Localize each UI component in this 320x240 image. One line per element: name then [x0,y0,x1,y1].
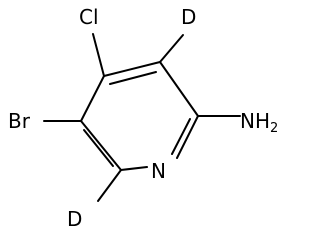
amino-subscript: 2 [270,121,278,136]
bond-c6-c5-double [83,129,114,167]
bond-lines [43,33,241,202]
bond-c4-cl [92,33,105,77]
bromine-label: Br [8,109,31,133]
deuterium-bottom-label: D [67,207,82,231]
chlorine-label: Cl [79,5,99,29]
bond-c2-n-double [171,118,191,155]
bond-c3-c2 [159,61,199,117]
bond-c6-d [97,169,122,202]
amino-nh-label: NH [240,109,270,133]
deuterium-top-label: D [181,5,196,29]
bond-c2-n [176,115,199,159]
bond-n-c6 [120,166,148,171]
atom-labels: Cl D Br NH2 N D [8,5,278,231]
bond-c4-c3-double [109,71,157,85]
bond-c3-d [159,34,184,63]
amino-group-label: NH2 [240,109,278,136]
bond-c6-c5 [80,120,122,171]
bond-c4-c3 [103,61,161,77]
molecule-diagram: Cl D Br NH2 N D [8,5,278,231]
nitrogen-label: N [151,159,166,183]
bond-c5-c4 [80,75,105,122]
